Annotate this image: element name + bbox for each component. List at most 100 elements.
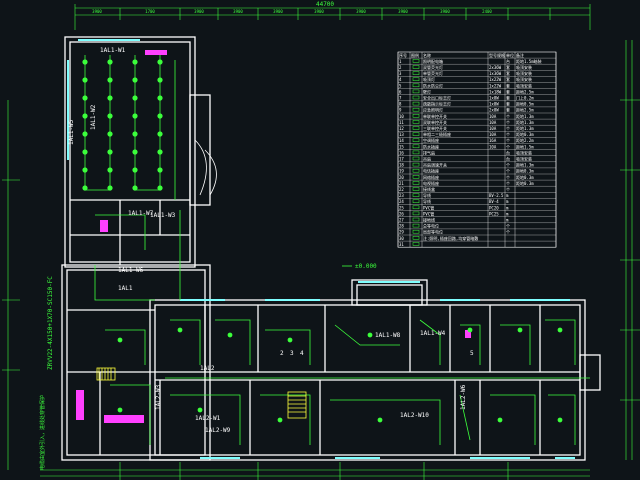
legend-cell: 4	[399, 77, 402, 82]
legend-cell: 单相二三极插座	[423, 131, 451, 137]
room-light-fixture	[467, 327, 473, 333]
legend-cell: 17	[399, 157, 404, 162]
legend-symbol	[412, 144, 420, 149]
legend-symbol	[412, 65, 420, 69]
legend-cell: 网络插座	[423, 174, 439, 180]
top-dimension-label: 3900	[440, 9, 450, 14]
equipment-accents	[76, 50, 471, 423]
legend-cell: 个	[506, 181, 510, 186]
legend-symbol	[412, 168, 420, 173]
legend-cell: m	[506, 205, 509, 210]
room-light-fixture	[557, 417, 563, 423]
panel-label: 1AL2	[200, 365, 215, 372]
legend-cell: 吊扇	[423, 156, 431, 162]
legend-cell: 11	[399, 120, 404, 125]
legend-cell: m	[506, 199, 509, 204]
panel-label: 1AL2-W9	[205, 427, 231, 434]
legend-cell: 14	[399, 138, 404, 143]
legend-cell: 9	[399, 108, 402, 113]
legend-cell: 安全出口标志灯	[423, 95, 451, 101]
legend-symbol	[412, 138, 420, 142]
legend-cell: 1x22W	[489, 77, 502, 82]
legend-symbol	[412, 205, 420, 210]
door-arcs	[194, 139, 217, 196]
legend-cell: 疏散指示标志灯	[423, 101, 451, 107]
legend-cell: 距地1.3m	[516, 113, 534, 119]
panel-label: 1AL1-W3	[150, 212, 176, 219]
panel-label: 1AL1-W8	[375, 332, 401, 339]
legend-cell: PC25	[489, 211, 499, 216]
legend-symbol	[412, 187, 420, 191]
legend-symbol	[412, 199, 420, 203]
legend-cell: 单联单控开关	[423, 113, 447, 119]
legend-cell: 排气扇	[423, 149, 435, 155]
legend-cell: 电话插座	[423, 168, 439, 174]
legend-header: 备注	[516, 52, 524, 58]
legend-cell: 个	[506, 138, 510, 143]
legend-cell: 1x18W	[489, 89, 502, 94]
cable-note: ZRVV22-4X150+1X70-SC150-FC	[47, 276, 54, 370]
axis-grid	[2, 4, 640, 480]
legend-cell: 个	[506, 169, 510, 174]
top-dimension-label: 1700	[145, 9, 155, 14]
legend-cell: 个	[506, 187, 510, 192]
legend-cell: 1x22W	[489, 83, 502, 88]
legend-cell: 10	[399, 114, 404, 119]
stairs	[96, 367, 307, 419]
legend-symbol	[412, 162, 420, 167]
legend-cell: 距地2.5m	[516, 88, 534, 94]
legend-cell: 10A	[489, 114, 497, 119]
legend-cell: 总等电位	[423, 223, 439, 229]
legend-cell: m	[506, 218, 509, 223]
legend-cell: 台	[506, 58, 510, 64]
legend-cell: 三联单控开关	[423, 125, 447, 131]
legend-symbol	[412, 217, 420, 222]
legend-cell: 壁灯	[423, 88, 431, 94]
legend-cell: 电视插座	[423, 180, 439, 186]
top-total-dimension: 44700	[316, 1, 334, 8]
legend-cell: 注:照明,插座回路,均穿管暗敷	[423, 235, 478, 241]
legend-cell: 8	[399, 102, 402, 107]
legend-cell: 1x8W	[489, 102, 499, 107]
legend-cell: 26	[399, 211, 404, 216]
legend-cell: 门上0.2m	[516, 95, 534, 101]
legend-symbol	[412, 181, 420, 185]
legend-cell: 23	[399, 193, 404, 198]
top-dimension-label: 3900	[194, 9, 204, 14]
legend-cell: 接地线	[423, 217, 435, 223]
legend-cell: 10A	[489, 144, 497, 149]
panel-label: 1AL1-W4	[420, 330, 446, 337]
legend-cell: 28	[399, 224, 404, 229]
legend-symbol	[412, 101, 420, 106]
room-number: 5	[470, 350, 474, 357]
legend-header: 型号规格	[489, 52, 505, 58]
room-light-fixture	[367, 332, 373, 338]
legend-cell: 2x8W	[489, 108, 499, 113]
legend-cell: 6	[399, 89, 402, 94]
legend-symbol	[412, 156, 420, 161]
legend-cell: 套	[506, 64, 510, 70]
wiring-runs	[84, 55, 590, 445]
legend-cell: 27	[399, 218, 404, 223]
room-light-fixture	[557, 327, 563, 333]
legend-cell: BV-2.5	[489, 193, 504, 198]
room-light-fixture	[177, 327, 183, 333]
legend-cell: 台	[506, 156, 510, 162]
building-walls	[61, 36, 601, 461]
panel-label: 1AL1-W6	[118, 267, 144, 274]
legend-cell: 30	[399, 236, 404, 241]
legend-cell: 吸顶安装	[516, 76, 532, 82]
window-markers	[67, 39, 575, 459]
legend-cell: 空调插座	[423, 137, 439, 143]
legend-cell: 距地2.5m	[516, 107, 534, 113]
top-dimension-label: 3900	[314, 9, 324, 14]
legend-cell: 防水插座	[423, 143, 439, 149]
legend-cell: 10A	[489, 126, 497, 131]
legend-symbol	[412, 175, 420, 179]
level-mark-text: ±0.000	[355, 263, 377, 270]
legend-cell: 5	[399, 83, 402, 88]
legend-symbol	[412, 120, 420, 124]
